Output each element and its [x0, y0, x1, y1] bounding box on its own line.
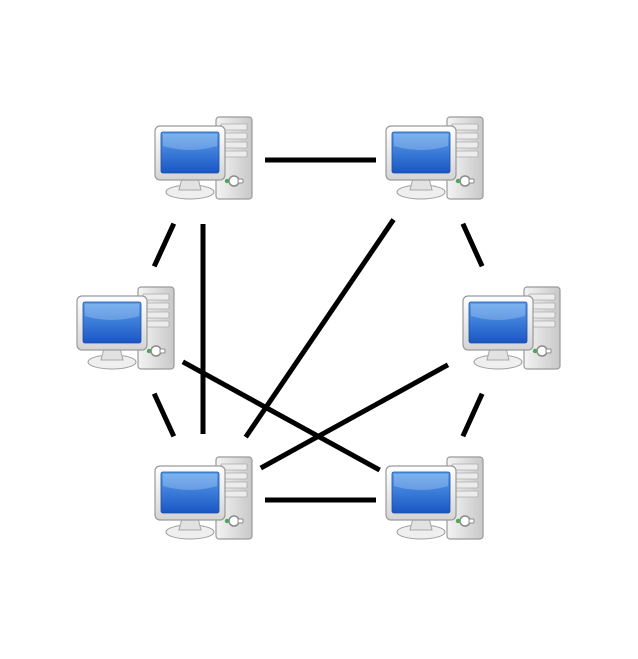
- link-pc-mid-right-to-pc-bottom-left: [259, 362, 450, 471]
- link-pc-mid-right-to-pc-bottom-right: [460, 392, 485, 438]
- links-layer: [151, 157, 485, 503]
- desktop-computer-icon: [154, 456, 253, 540]
- link-pc-top-right-to-pc-mid-right: [460, 222, 485, 268]
- desktop-computer-icon: [154, 116, 253, 200]
- pc-bottom-left[interactable]: [154, 456, 253, 540]
- link-pc-mid-left-to-pc-bottom-left: [151, 392, 177, 438]
- pc-top-left[interactable]: [154, 116, 253, 200]
- pc-mid-left[interactable]: [76, 286, 175, 370]
- link-pc-top-left-to-pc-mid-left: [151, 222, 177, 268]
- desktop-computer-icon: [385, 456, 484, 540]
- link-pc-mid-left-to-pc-bottom-right: [181, 359, 381, 473]
- nodes-layer: [76, 116, 561, 540]
- pc-bottom-right[interactable]: [385, 456, 484, 540]
- desktop-computer-icon: [462, 286, 561, 370]
- pc-mid-right[interactable]: [462, 286, 561, 370]
- desktop-computer-icon: [385, 116, 484, 200]
- desktop-computer-icon: [76, 286, 175, 370]
- pc-top-right[interactable]: [385, 116, 484, 200]
- link-pc-top-right-to-pc-bottom-left: [243, 218, 396, 439]
